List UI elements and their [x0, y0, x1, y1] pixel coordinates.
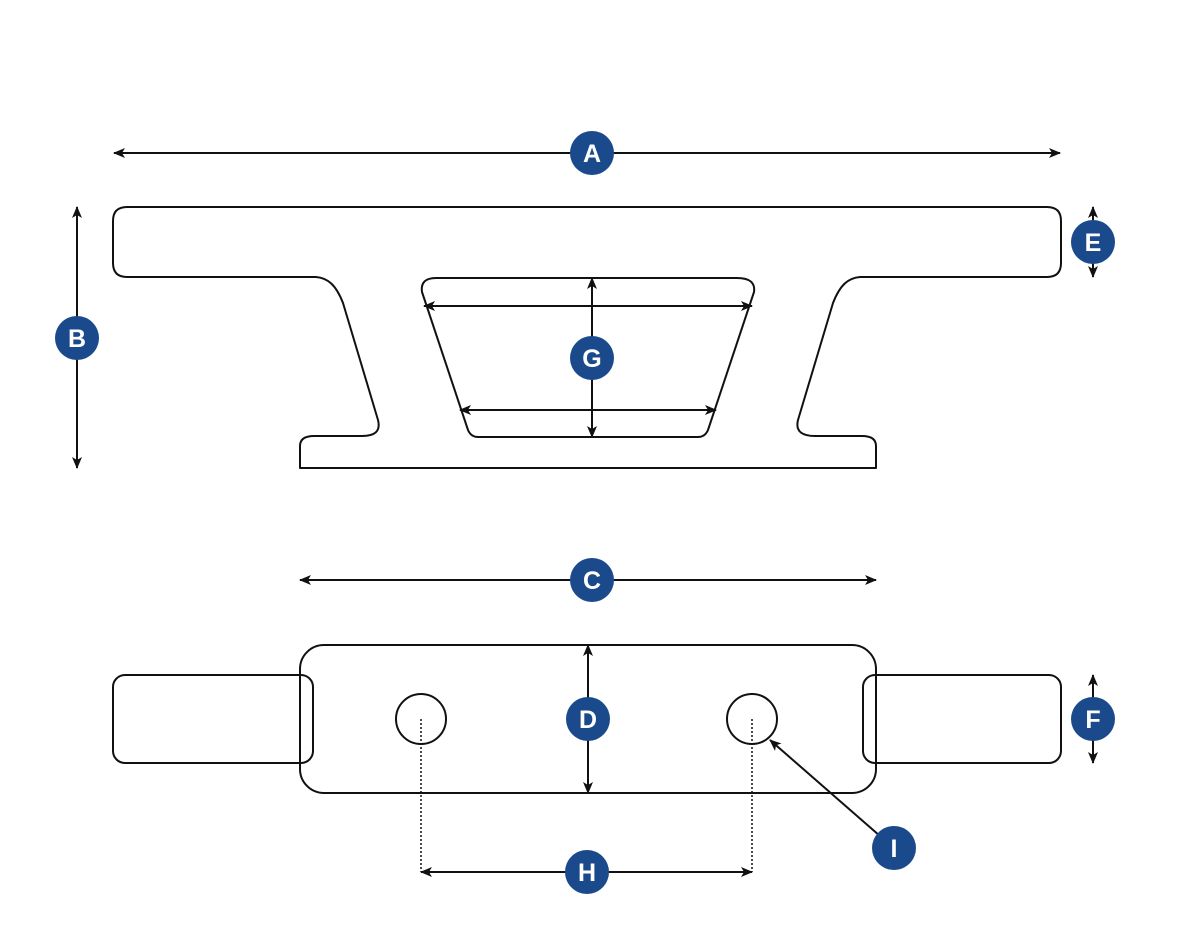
badge-d-circle — [566, 697, 610, 741]
badge-f-circle — [1071, 697, 1115, 741]
badge-e-label: E — [1085, 229, 1102, 257]
badge-b-label: B — [68, 325, 86, 353]
badge-c-circle — [570, 558, 614, 602]
badge-b-circle — [55, 316, 99, 360]
cleat-side-outline — [112, 206, 1062, 469]
badge-g: G — [570, 336, 614, 380]
dimension-lines — [72, 148, 1098, 877]
badge-g-circle — [570, 336, 614, 380]
badge-d-label: D — [579, 706, 597, 734]
badge-a-circle — [570, 131, 614, 175]
badge-d: D — [566, 697, 610, 741]
cleat-top-right-horn — [862, 674, 1062, 764]
badge-f: F — [1071, 697, 1115, 741]
badge-h-label: H — [578, 859, 596, 887]
cleat-side-view — [112, 206, 1062, 469]
dimension-i-leader-line — [769, 739, 881, 837]
badge-h-circle — [565, 850, 609, 894]
badge-b: B — [55, 316, 99, 360]
badge-i-circle — [872, 826, 916, 870]
cleat-side-opening — [420, 277, 756, 438]
badge-i: I — [872, 826, 916, 870]
badge-a-label: A — [583, 140, 601, 168]
badge-c: C — [570, 558, 614, 602]
badge-c-label: C — [583, 567, 601, 595]
badge-e: E — [1071, 220, 1115, 264]
badge-e-circle — [1071, 220, 1115, 264]
cleat-top-left-horn — [112, 674, 314, 764]
badge-a: A — [570, 131, 614, 175]
badge-f-label: F — [1085, 706, 1100, 734]
badge-h: H — [565, 850, 609, 894]
badge-g-label: G — [582, 345, 601, 373]
badge-i-label: I — [891, 835, 898, 863]
